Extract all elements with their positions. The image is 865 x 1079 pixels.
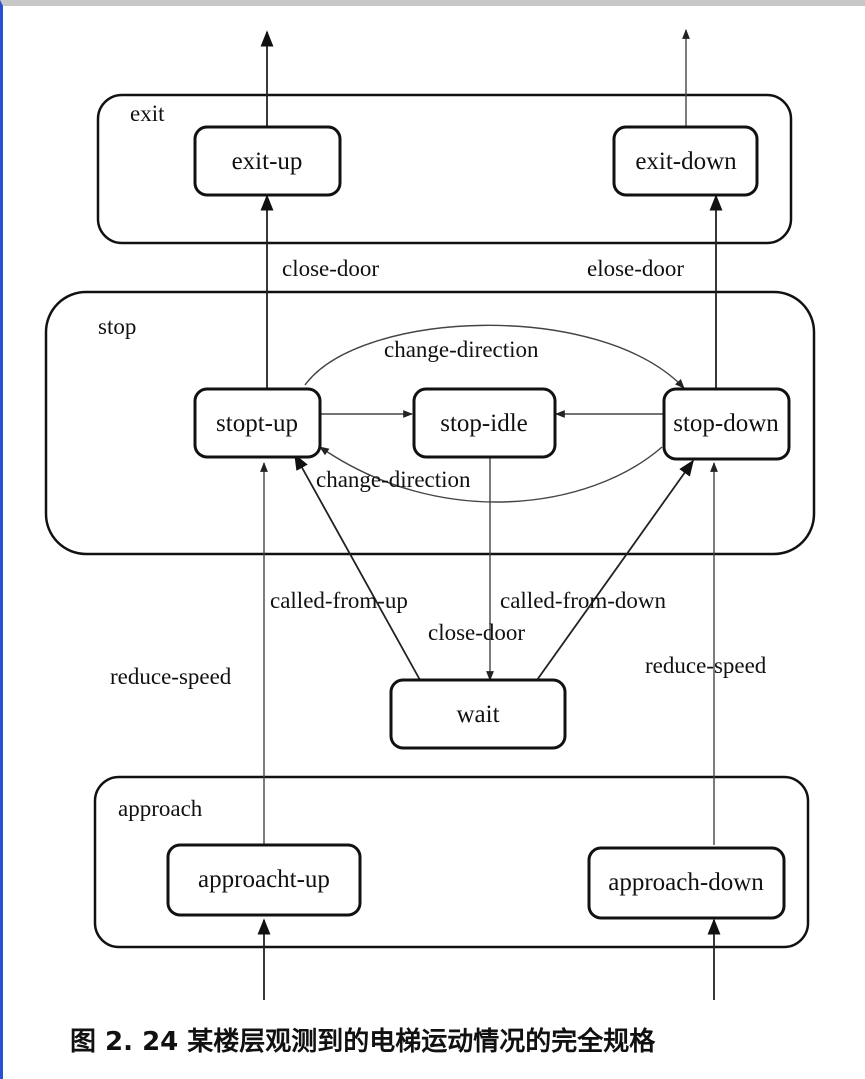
edge-wait-to-stop-up	[294, 453, 421, 681]
group-stop-label: stop	[98, 314, 136, 339]
edge-label-called-from-down: called-from-down	[500, 588, 667, 613]
edge-label-change-direction-bottom: change-direction	[316, 467, 471, 492]
state-wait-label: wait	[456, 701, 499, 728]
state-exit-up	[193, 125, 342, 197]
group-stop	[44, 290, 816, 556]
state-stop-down	[662, 387, 791, 461]
state-stop-down-label: stop-down	[673, 410, 779, 437]
edge-label-reduce-speed-left: reduce-speed	[110, 664, 232, 689]
edge-change-direction-top	[304, 324, 685, 389]
edge-label-change-direction-top: change-direction	[384, 337, 539, 362]
state-stop-up	[193, 387, 322, 459]
edge-label-close-door-wait: close-door	[428, 620, 525, 645]
state-approach-down-label: approach-down	[608, 869, 764, 896]
state-wait	[389, 678, 567, 750]
state-exit-down	[612, 125, 759, 197]
state-exit-down-label: exit-down	[635, 148, 737, 175]
group-approach-label: approach	[118, 796, 203, 821]
state-approach-up	[166, 843, 362, 917]
edge-wait-to-stop-down	[536, 459, 694, 681]
state-exit-up-label: exit-up	[232, 148, 303, 175]
edge-label-reduce-speed-right: reduce-speed	[645, 653, 767, 678]
group-exit	[96, 93, 793, 245]
state-approach-down	[587, 846, 786, 920]
state-approach-up-label: approacht-up	[198, 866, 330, 893]
figure-caption: 图 2. 24 某楼层观测到的电梯运动情况的完全规格	[70, 1026, 656, 1057]
edge-label-close-door-right: elose-door	[587, 256, 684, 281]
group-exit-label: exit	[130, 101, 165, 126]
state-stop-idle	[412, 387, 557, 459]
state-stop-up-label: stopt-up	[216, 410, 298, 437]
edge-label-close-door-left: close-door	[282, 256, 379, 281]
group-approach	[93, 775, 810, 949]
edge-label-called-from-up: called-from-up	[270, 588, 408, 613]
state-stop-idle-label: stop-idle	[440, 410, 528, 437]
edge-change-direction-bottom	[319, 446, 663, 503]
